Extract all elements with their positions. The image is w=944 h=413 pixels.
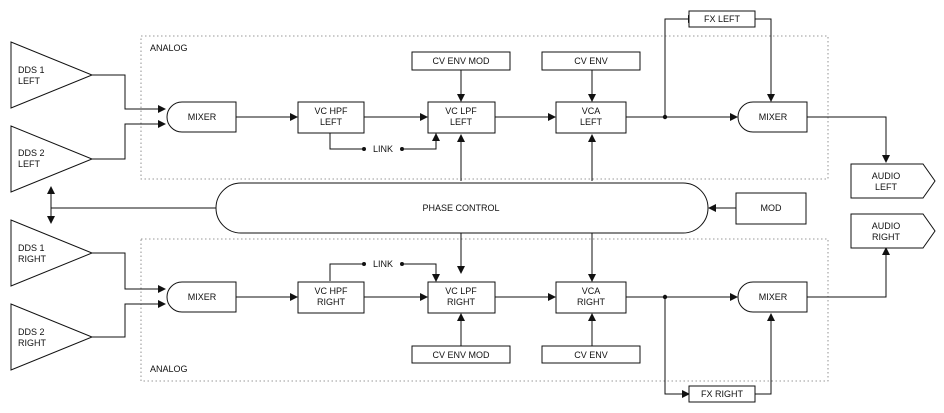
vc-lpf-left-line1: VC LPF [445, 106, 477, 116]
vc-lpf-right-line1: VC LPF [445, 286, 477, 296]
link-bottom-label: LINK [373, 259, 393, 269]
mod-source-label: MOD [761, 203, 782, 213]
dds1-left-source: DDS 1 LEFT [10, 41, 94, 109]
dds1-left-line1: DDS 1 [18, 65, 45, 75]
arrowheads [47, 15, 890, 398]
vc-lpf-right-line2: RIGHT [447, 297, 476, 307]
vc-hpf-left: VC HPF LEFT [297, 101, 365, 134]
mixer-left-input: MIXER [166, 101, 237, 133]
dds1-right-line1: DDS 1 [18, 243, 45, 253]
analog-region-bottom [140, 238, 829, 382]
vca-left-line2: LEFT [580, 117, 603, 127]
audio-right-line1: AUDIO [872, 221, 901, 231]
dds1-right-source: DDS 1 RIGHT [10, 219, 94, 287]
mod-source: MOD [735, 192, 807, 225]
audio-right-line2: RIGHT [872, 232, 901, 242]
mixer-right-input-label: MIXER [188, 292, 217, 302]
phase-control: PHASE CONTROL [215, 182, 709, 234]
cv-env-top: CV ENV [541, 51, 641, 71]
phase-control-label: PHASE CONTROL [422, 203, 499, 213]
connection-lines [50, 18, 887, 395]
vc-lpf-left-line2: LEFT [450, 117, 473, 127]
vc-hpf-right-line2: RIGHT [317, 297, 346, 307]
cv-env-mod-top-label: CV ENV MOD [432, 56, 490, 66]
analog-region-top [140, 35, 829, 180]
dds2-right-line2: RIGHT [18, 338, 47, 348]
vca-left: VCA LEFT [555, 101, 627, 134]
vca-right-line2: RIGHT [577, 297, 606, 307]
fx-right-label: FX RIGHT [701, 389, 744, 399]
dds2-right-source: DDS 2 RIGHT [10, 303, 94, 371]
link-top-label: LINK [373, 144, 393, 154]
audio-left-line2: LEFT [875, 182, 898, 192]
dds2-left-source: DDS 2 LEFT [10, 125, 94, 193]
fx-left-label: FX LEFT [704, 14, 741, 24]
mixer-left-output-label: MIXER [759, 112, 788, 122]
vc-hpf-right: VC HPF RIGHT [297, 281, 365, 314]
vca-left-line1: VCA [582, 106, 601, 116]
dds1-right-line2: RIGHT [18, 254, 47, 264]
vc-lpf-left: VC LPF LEFT [427, 101, 496, 134]
fx-right: FX RIGHT [688, 385, 756, 403]
cv-env-mod-bottom: CV ENV MOD [411, 345, 511, 364]
analog-label-top: ANALOG [150, 43, 188, 53]
mixer-left-input-label: MIXER [188, 112, 217, 122]
audio-left-line1: AUDIO [872, 171, 901, 181]
cv-env-mod-top: CV ENV MOD [411, 51, 511, 71]
audio-left-output: AUDIO LEFT [850, 163, 936, 199]
vca-right: VCA RIGHT [555, 281, 627, 314]
vc-hpf-left-line1: VC HPF [314, 106, 348, 116]
dds2-left-line1: DDS 2 [18, 148, 45, 158]
junction-dots [362, 114, 668, 300]
mixer-right-output: MIXER [737, 281, 808, 313]
fx-left: FX LEFT [688, 10, 756, 28]
mixer-left-output: MIXER [737, 101, 808, 133]
vca-right-line1: VCA [582, 286, 601, 296]
dds1-left-line2: LEFT [18, 76, 41, 86]
vc-hpf-right-line1: VC HPF [314, 286, 348, 296]
mixer-right-output-label: MIXER [759, 292, 788, 302]
analog-label-bottom: ANALOG [150, 364, 188, 374]
cv-env-bottom: CV ENV [541, 345, 641, 364]
cv-env-top-label: CV ENV [574, 56, 608, 66]
audio-right-output: AUDIO RIGHT [850, 213, 936, 249]
dds2-right-line1: DDS 2 [18, 327, 45, 337]
vc-hpf-left-line2: LEFT [320, 117, 343, 127]
dds2-left-line2: LEFT [18, 159, 41, 169]
vc-lpf-right: VC LPF RIGHT [427, 281, 496, 314]
cv-env-mod-bottom-label: CV ENV MOD [432, 350, 490, 360]
cv-env-bottom-label: CV ENV [574, 350, 608, 360]
mixer-right-input: MIXER [166, 281, 237, 313]
